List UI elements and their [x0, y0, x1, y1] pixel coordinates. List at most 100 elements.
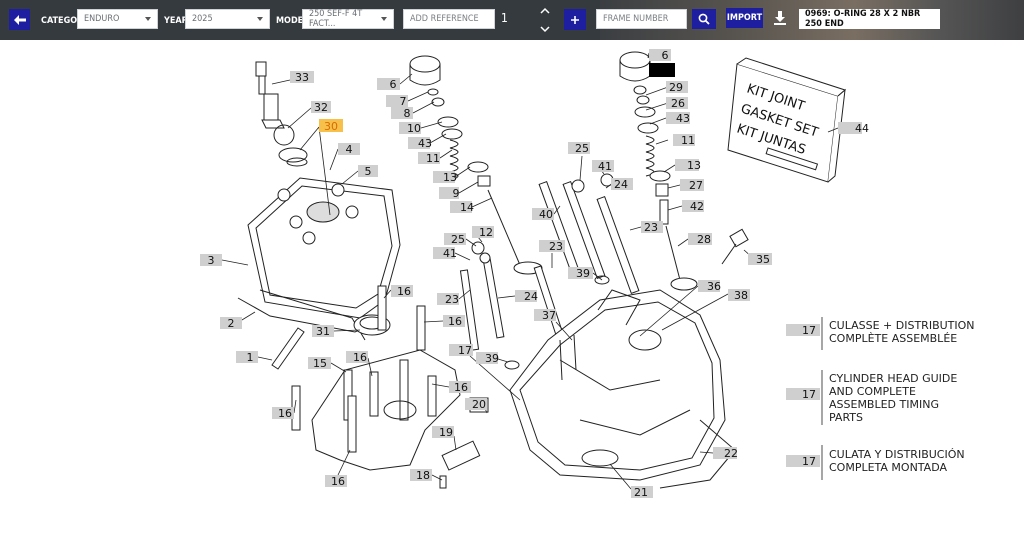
- callout-12[interactable]: 12: [472, 226, 494, 239]
- callout-13-right[interactable]: 13: [675, 159, 701, 172]
- svg-text:40: 40: [539, 208, 553, 221]
- callout-19[interactable]: 19: [432, 426, 454, 439]
- callout-41-left[interactable]: 41: [433, 247, 457, 260]
- callout-37[interactable]: 37: [534, 309, 556, 322]
- import-button[interactable]: IMPORT: [726, 8, 763, 28]
- quantity-stepper[interactable]: [538, 7, 552, 33]
- callout-40[interactable]: 40: [532, 208, 554, 221]
- chevron-down-icon: [145, 17, 151, 21]
- svg-text:14: 14: [460, 201, 474, 214]
- callout-20[interactable]: 20: [465, 398, 487, 411]
- callout-42[interactable]: 42: [682, 200, 704, 213]
- callout-3[interactable]: 3: [200, 254, 222, 267]
- callout-16-e[interactable]: 16: [272, 407, 294, 420]
- callout-5[interactable]: 5: [358, 165, 378, 178]
- callout-23-mid[interactable]: 23: [539, 240, 565, 253]
- callout-18[interactable]: 18: [410, 469, 432, 482]
- svg-text:2: 2: [228, 317, 235, 330]
- callout-26[interactable]: 26: [666, 97, 688, 110]
- svg-text:4: 4: [346, 143, 353, 156]
- callout-9[interactable]: 9: [439, 187, 460, 200]
- model-label: MODEL: [276, 16, 309, 26]
- callout-1[interactable]: 1: [236, 351, 258, 364]
- callout-2[interactable]: 2: [220, 317, 242, 330]
- callout-43-left[interactable]: 43: [408, 137, 432, 150]
- svg-text:26: 26: [671, 97, 685, 110]
- legend-entry-en[interactable]: 17 CYLINDER HEAD GUIDE AND COMPLETE ASSE…: [786, 372, 957, 424]
- callout-16-b[interactable]: 16: [443, 315, 465, 328]
- callout-6-left[interactable]: 6: [377, 78, 400, 91]
- parts-drawing: KIT JOINT GASKET SET KIT JUNTAS: [200, 49, 975, 499]
- svg-text:42: 42: [690, 200, 704, 213]
- callout-44[interactable]: 44: [838, 122, 869, 135]
- callout-14[interactable]: 14: [450, 201, 474, 214]
- callout-11-left[interactable]: 11: [418, 152, 440, 165]
- svg-text:10: 10: [407, 122, 421, 135]
- callout-23-right[interactable]: 23: [641, 221, 663, 234]
- reference-input[interactable]: ADD REFERENCE: [403, 9, 495, 29]
- callout-30[interactable]: 30: [319, 119, 343, 133]
- callout-6-right[interactable]: 6: [649, 49, 671, 62]
- callout-33[interactable]: 33: [290, 71, 314, 84]
- callout-11-right[interactable]: 11: [673, 134, 695, 147]
- category-select[interactable]: ENDURO: [77, 9, 158, 29]
- callout-38[interactable]: 38: [728, 289, 750, 302]
- model-select[interactable]: 250 SEF-F 4T FACT...: [302, 9, 394, 29]
- legend-entry-es[interactable]: 17 CULATA Y DISTRIBUCIÓN COMPLETA MONTAD…: [786, 448, 965, 474]
- gasket-strip-drawing: [271, 327, 305, 370]
- callout-4[interactable]: 4: [338, 143, 360, 156]
- callout-16-a[interactable]: 16: [391, 285, 413, 298]
- svg-text:15: 15: [313, 357, 327, 370]
- callout-24-left[interactable]: 24: [515, 290, 538, 303]
- callout-7[interactable]: 7: [386, 95, 408, 108]
- svg-text:22: 22: [724, 447, 738, 460]
- callout-36[interactable]: 36: [698, 280, 721, 293]
- add-button[interactable]: [564, 9, 586, 30]
- callout-25-left[interactable]: 25: [444, 233, 466, 246]
- arrow-left-icon: [13, 14, 26, 25]
- back-button[interactable]: [9, 9, 30, 30]
- callout-16-f[interactable]: 16: [325, 475, 347, 488]
- callout-22[interactable]: 22: [713, 447, 738, 460]
- callout-25-right[interactable]: 25: [568, 142, 590, 155]
- callout-29[interactable]: 29: [666, 81, 688, 94]
- callout-32[interactable]: 32: [311, 101, 331, 114]
- callout-23-left[interactable]: 23: [437, 293, 459, 306]
- callout-17[interactable]: 17: [449, 344, 473, 357]
- svg-text:8: 8: [404, 107, 411, 120]
- callout-35[interactable]: 35: [748, 253, 772, 266]
- chevron-up-icon[interactable]: [540, 7, 550, 14]
- svg-text:11: 11: [426, 152, 440, 165]
- callout-31[interactable]: 31: [312, 325, 334, 338]
- callout-21[interactable]: 21: [631, 486, 653, 499]
- year-select[interactable]: 2025: [185, 9, 270, 29]
- svg-text:16: 16: [397, 285, 411, 298]
- svg-text:16: 16: [278, 407, 292, 420]
- callout-10[interactable]: 10: [399, 122, 421, 135]
- callout-28[interactable]: 28: [688, 233, 712, 246]
- callout-13-left[interactable]: 13: [433, 171, 457, 184]
- search-button[interactable]: [692, 9, 716, 29]
- svg-text:PARTS: PARTS: [829, 411, 863, 424]
- download-button[interactable]: [772, 10, 788, 26]
- callout-43-right[interactable]: 43: [666, 112, 690, 125]
- callout-8[interactable]: 8: [391, 107, 413, 120]
- legend-entry-fr[interactable]: 17 CULASSE + DISTRIBUTION COMPLÈTE ASSEM…: [786, 319, 975, 345]
- svg-text:41: 41: [443, 247, 457, 260]
- callout-active[interactable]: [649, 63, 675, 77]
- callout-16-c[interactable]: 16: [346, 351, 368, 364]
- svg-text:38: 38: [734, 289, 748, 302]
- category-value: ENDURO: [84, 14, 120, 24]
- callout-16-d[interactable]: 16: [449, 381, 471, 394]
- search-icon: [698, 13, 710, 25]
- callout-39-mid[interactable]: 39: [568, 267, 593, 280]
- callout-15[interactable]: 15: [308, 357, 331, 370]
- callout-27[interactable]: 27: [680, 179, 704, 192]
- svg-text:17: 17: [458, 344, 472, 357]
- svg-text:5: 5: [365, 165, 372, 178]
- callout-39-left[interactable]: 39: [476, 352, 499, 365]
- chevron-down-icon[interactable]: [540, 26, 550, 33]
- callout-24-right[interactable]: 24: [611, 178, 633, 191]
- callout-41-right[interactable]: 41: [592, 160, 614, 173]
- frame-number-input[interactable]: FRAME NUMBER: [596, 9, 687, 29]
